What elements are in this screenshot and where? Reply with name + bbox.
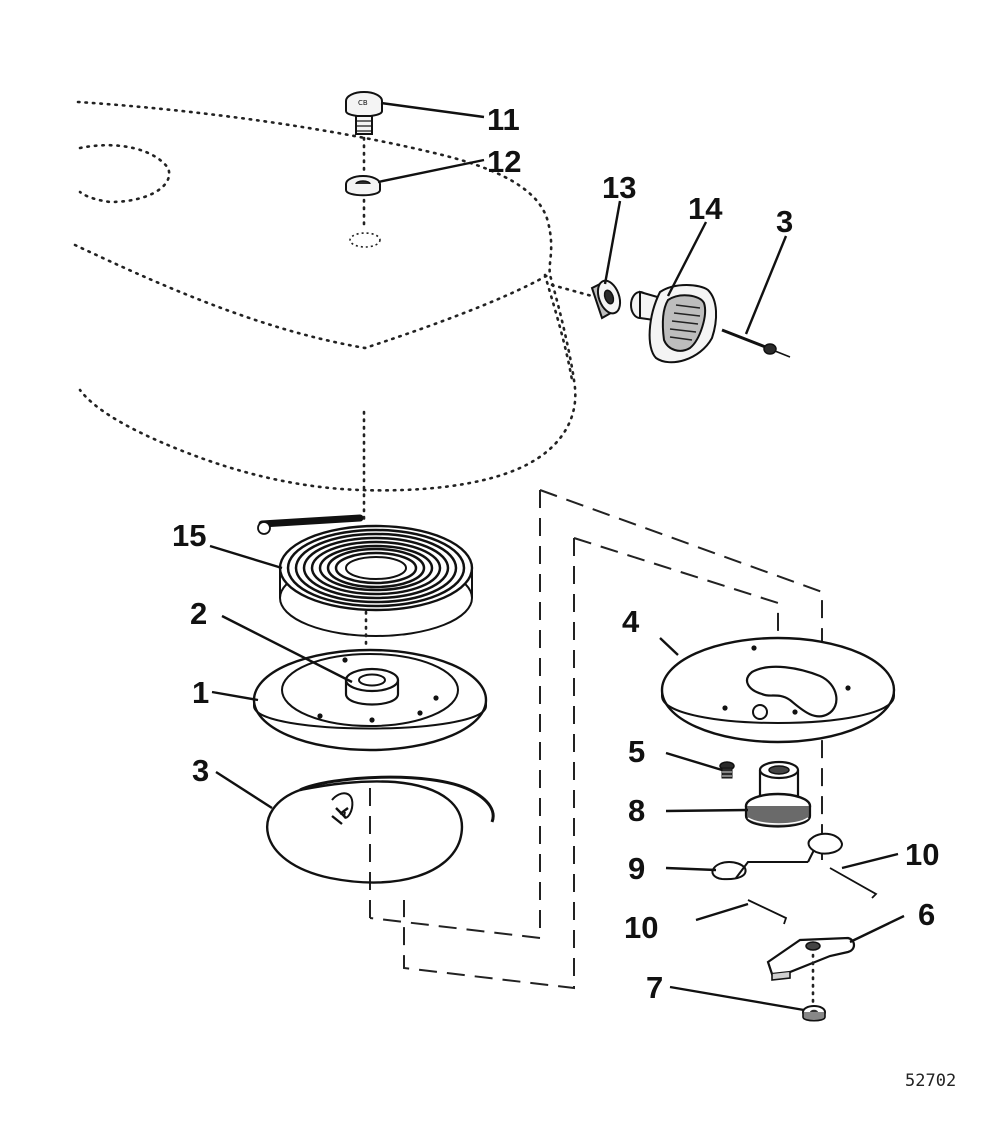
- callout-9: 9: [628, 851, 645, 886]
- callout-14: 14: [688, 191, 723, 226]
- callout-15: 15: [172, 518, 206, 553]
- part-2-hub: [344, 667, 400, 706]
- part-3-rope-top: [721, 328, 791, 358]
- callout-11: 11: [487, 102, 520, 137]
- callout-13: 13: [602, 170, 636, 205]
- part-5-screw: [719, 761, 735, 779]
- part-8-drive-hub: [744, 760, 812, 828]
- callout-6: 6: [918, 897, 935, 932]
- part-3-rope-coil: [266, 775, 495, 884]
- part-4-pawl-plate: [660, 636, 896, 744]
- callout-4: 4: [622, 604, 640, 639]
- leader-lines: [209, 101, 905, 1012]
- part-7-nut: [802, 1005, 826, 1022]
- callout-7: 7: [646, 970, 663, 1005]
- callout-5: 5: [628, 734, 645, 769]
- assembly-guide-lines: [362, 410, 823, 990]
- callout-2: 2: [190, 596, 207, 631]
- callout-labels: 11 12 13 14 3 15 2 4 1 5 3 8 10 9 6 10 7: [172, 102, 939, 1005]
- part-12-lock-washer: [345, 175, 381, 197]
- part-9-spring-link: [711, 832, 844, 881]
- callout-10-right: 10: [905, 837, 939, 872]
- callout-12: 12: [487, 144, 521, 179]
- part-13-bushing: [550, 279, 622, 320]
- part-14-starter-handle: [630, 284, 718, 364]
- svg-text:CB: CB: [358, 99, 368, 107]
- part-11-screw: CB: [345, 91, 383, 135]
- part-15-recoil-spring: [257, 514, 474, 637]
- part-10-spring-left: [747, 899, 788, 925]
- callout-8: 8: [628, 793, 645, 828]
- motor-cover: [73, 100, 577, 492]
- part-10-spring-right: [829, 867, 878, 899]
- callout-3-top: 3: [776, 204, 793, 239]
- figure-number: 52702: [905, 1071, 956, 1091]
- callout-3-bottom: 3: [192, 753, 209, 788]
- cover-mounting-boss: [349, 232, 381, 248]
- callout-10-left: 10: [624, 910, 658, 945]
- callout-1: 1: [192, 675, 209, 710]
- part-6-pawl: [766, 936, 856, 981]
